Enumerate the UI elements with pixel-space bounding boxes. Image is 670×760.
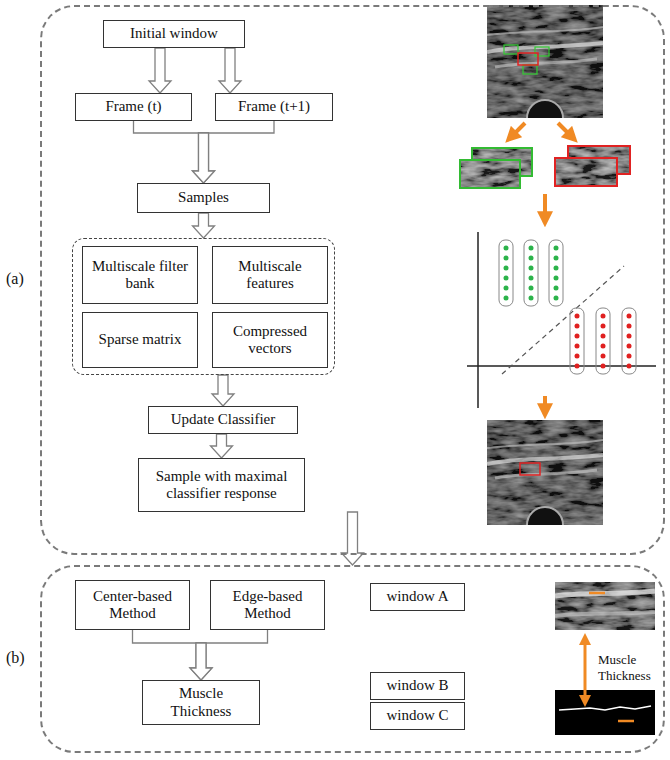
box-text: Samples [178,189,229,206]
stage-panel: (a)Initial windowFrame (t)Frame (t+1)Sam… [40,5,665,555]
process-box: Frame (t) [75,93,192,121]
box-text: Frame (t) [105,98,161,115]
bracket-line [133,630,202,643]
feature-group: Multiscale filter bank Multiscale feature… [72,238,335,375]
orange-mark [589,592,605,595]
process-box: Sparse matrix [82,312,198,368]
process-box: Muscle Thickness [142,680,260,725]
measurement-label: Muscle Thickness [598,652,664,683]
process-box: window C [370,702,465,730]
ultrasound-image [487,420,603,525]
process-box: Update Classifier [148,406,298,434]
thickness-arrow [584,637,587,703]
process-box: Sample with maximal classifier response [138,458,305,512]
box-text: Sparse matrix [99,331,182,348]
box-text: Update Classifier [171,411,276,428]
flow-arrow [190,630,268,680]
hollow-arrow [342,512,364,565]
box-text: Sample with maximal classifier response [144,468,299,503]
process-box: Samples [137,183,270,213]
hollow-arrow [193,133,215,183]
hollow-arrow [219,48,241,93]
box-text: Center-based Method [81,588,184,623]
flow-arrow [342,512,364,565]
process-box: window A [370,583,465,611]
orange-arrow [543,396,547,414]
process-box: Edge-based Method [210,580,325,630]
process-box: Multiscale features [212,246,328,304]
hollow-arrow [212,375,234,406]
orange-arrow [509,123,525,139]
flow-arrow [149,48,171,93]
box-text: Edge-based Method [216,588,319,623]
box-text: Muscle Thickness [148,685,254,720]
hollow-arrow [193,133,215,183]
process-box: Center-based Method [75,580,190,630]
flow-arrow [211,434,233,458]
hollow-arrow [149,48,171,93]
negative-crops [555,146,630,186]
flow-arrow [193,213,215,238]
panel-label: (b) [6,649,25,667]
flow-arrow [219,48,241,93]
stage-panel: (b)Center-based MethodEdge-based MethodM… [40,565,665,753]
box-text: Frame (t+1) [238,98,310,115]
box-text: Initial window [130,25,218,42]
bracket-line [204,121,275,133]
flow-arrow [212,375,234,406]
flow-arrow [133,630,213,680]
box-text: Multiscale features [218,258,322,293]
hollow-arrow [190,643,212,680]
bracket-line [201,630,268,643]
box-text: Multiscale filter bank [88,258,192,293]
ultrasound-image [487,5,603,118]
box-text: window C [386,707,448,724]
box-text: window A [386,588,448,605]
edge-image [555,690,655,735]
classifier-plot [467,232,656,408]
orange-arrow [558,123,574,139]
panel-label: (a) [6,270,24,288]
box-text: window B [386,677,448,694]
hollow-arrow [211,434,233,458]
hollow-arrow [193,213,215,238]
process-box: window B [370,672,465,700]
process-box: Frame (t+1) [215,93,333,121]
hollow-arrow [190,643,212,680]
flow-arrow [193,121,275,183]
window-a-image [555,582,655,630]
positive-crops [460,148,532,188]
flow-arrow [134,121,215,183]
bracket-line [134,121,204,133]
process-box: Initial window [103,20,245,48]
process-box: Compressed vectors [212,312,328,368]
orange-arrow [543,194,547,222]
box-text: Compressed vectors [218,323,322,358]
process-box: Multiscale filter bank [82,246,198,304]
